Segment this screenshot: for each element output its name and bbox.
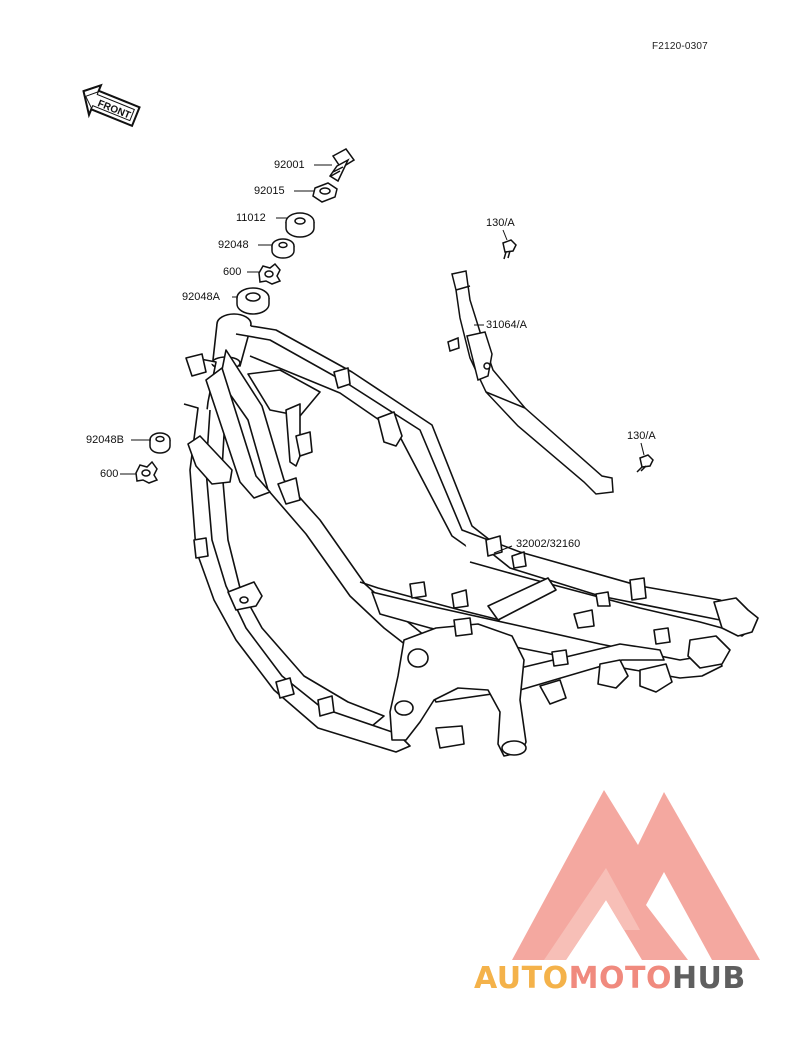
part-label-130A-top: 130/A bbox=[486, 217, 515, 229]
bolt-130A-bottom-icon bbox=[636, 454, 654, 473]
watermark-text: AUTOMOTOHUB bbox=[474, 961, 746, 996]
part-label-92015: 92015 bbox=[254, 185, 285, 197]
nut-92015-icon bbox=[312, 182, 338, 203]
watermark-moto: MOTO bbox=[568, 961, 672, 996]
left-side-parts bbox=[135, 432, 171, 484]
front-arrow-icon: FRONT bbox=[82, 83, 141, 128]
part-label-31064A: 31064/A bbox=[486, 319, 527, 331]
bushing-92048B-icon bbox=[149, 432, 171, 454]
watermark-auto: AUTO bbox=[474, 961, 569, 996]
watermark-logo-icon bbox=[512, 790, 760, 960]
rear-rail-31064A bbox=[447, 239, 654, 495]
part-label-600-top: 600 bbox=[223, 266, 242, 278]
bolt-130A-top-icon bbox=[502, 239, 517, 260]
lockwasher-600-top-icon bbox=[258, 262, 282, 285]
part-label-92048: 92048 bbox=[218, 239, 249, 251]
steering-stem-parts bbox=[236, 148, 356, 315]
part-label-92048A: 92048A bbox=[182, 291, 220, 303]
diagram-code: F2120-0307 bbox=[652, 41, 708, 52]
part-label-32002: 32002/32160 bbox=[516, 538, 581, 550]
leader-lines bbox=[120, 164, 645, 554]
bushing-92048A-icon bbox=[236, 287, 270, 315]
watermark-hub: HUB bbox=[671, 961, 746, 996]
bushing-92048-icon bbox=[271, 238, 295, 259]
bolt-92001-icon bbox=[328, 148, 356, 183]
part-label-92001: 92001 bbox=[274, 159, 305, 171]
main-frame-32002 bbox=[183, 313, 759, 757]
part-label-600-bottom: 600 bbox=[100, 468, 119, 480]
part-label-130A-bottom: 130/A bbox=[627, 430, 656, 442]
bushing-11012-icon bbox=[285, 212, 315, 238]
lockwasher-600-bottom-icon bbox=[135, 460, 159, 484]
part-label-11012: 11012 bbox=[236, 212, 266, 224]
part-label-92048B: 92048B bbox=[86, 434, 124, 446]
